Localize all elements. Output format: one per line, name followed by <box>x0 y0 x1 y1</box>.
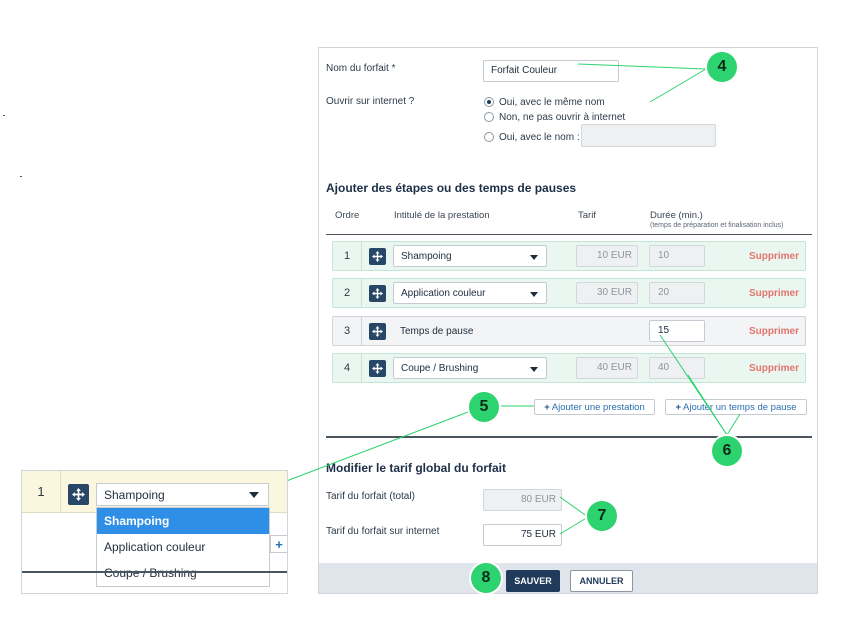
total-price-field: 80 EUR <box>483 489 562 511</box>
service-dropdown-list: Shampoing Application couleur Coupe / Br… <box>96 507 270 587</box>
row-order: 2 <box>333 279 362 307</box>
callout-badge-7: 7 <box>587 501 617 531</box>
duration-field: 10 <box>649 245 705 267</box>
col-header-order: Ordre <box>335 210 360 221</box>
chevron-down-icon <box>249 492 259 498</box>
duration-field: 40 <box>649 357 705 379</box>
plus-icon: + <box>544 401 550 413</box>
internet-price-input[interactable]: 75 EUR <box>483 524 562 546</box>
cancel-button[interactable]: ANNULER <box>570 570 633 592</box>
inset-add-button[interactable]: + <box>270 535 287 553</box>
callout-line-6b <box>687 374 728 436</box>
chevron-down-icon <box>530 292 538 297</box>
row-order: 3 <box>333 317 362 345</box>
callout-badge-5: 5 <box>469 392 499 422</box>
radio-not-online[interactable]: Non, ne pas ouvrir à internet <box>484 110 625 124</box>
delete-link[interactable]: Supprimer <box>748 287 799 299</box>
package-name-label: Nom du forfait * <box>326 63 396 74</box>
internet-label: Ouvrir sur internet ? <box>326 96 415 107</box>
callout-line-5b <box>267 411 469 489</box>
callout-badge-8: 8 <box>471 563 501 593</box>
pause-label: Temps de pause <box>400 325 474 337</box>
form-footer <box>319 563 817 593</box>
plus-icon: + <box>675 401 681 413</box>
service-select-value: Shampoing <box>401 250 452 262</box>
radio-unchecked-icon <box>484 132 494 142</box>
add-service-label: Ajouter une prestation <box>551 401 645 413</box>
inset-select-value: Shampoing <box>104 487 165 502</box>
radio-same-name[interactable]: Oui, avec le même nom <box>484 95 605 109</box>
service-select-value: Coupe / Brushing <box>401 362 479 374</box>
margin-mark <box>3 115 5 116</box>
radio-label: Non, ne pas ouvrir à internet <box>499 111 626 123</box>
callout-line-7b <box>559 516 589 535</box>
dropdown-option-coupe-brushing[interactable]: Coupe / Brushing <box>104 566 197 580</box>
callout-line-6c <box>726 413 741 436</box>
move-icon[interactable] <box>369 248 386 265</box>
row-order: 1 <box>333 242 362 270</box>
delete-link[interactable]: Supprimer <box>748 362 799 374</box>
move-icon[interactable] <box>369 285 386 302</box>
price-field: 30 EUR <box>576 282 638 304</box>
callout-badge-4: 4 <box>707 52 737 82</box>
section-divider <box>326 436 812 438</box>
col-header-duration: Durée (min.) <box>650 210 703 221</box>
callout-badge-6: 6 <box>712 436 742 466</box>
add-pause-button[interactable]: +Ajouter un temps de pause <box>665 399 807 415</box>
custom-name-input[interactable] <box>581 124 716 147</box>
add-service-button[interactable]: +Ajouter une prestation <box>534 399 655 415</box>
table-header-rule <box>326 234 812 235</box>
duration-field: 20 <box>649 282 705 304</box>
delete-link[interactable]: Supprimer <box>748 250 799 262</box>
col-header-price: Tarif <box>578 210 596 221</box>
service-select-value: Application couleur <box>401 287 486 299</box>
margin-mark <box>20 176 22 177</box>
table-row: 2 Application couleur 30 EUR 20 Supprime… <box>332 278 806 308</box>
price-field: 10 EUR <box>576 245 638 267</box>
dropdown-option-shampoing[interactable]: Shampoing <box>97 508 269 534</box>
chevron-down-icon <box>530 255 538 260</box>
add-pause-label: Ajouter un temps de pause <box>683 401 797 413</box>
chevron-down-icon <box>530 367 538 372</box>
total-price-label: Tarif du forfait (total) <box>326 491 415 502</box>
service-select[interactable]: Coupe / Brushing <box>393 357 547 379</box>
internet-price-label: Tarif du forfait sur internet <box>326 526 440 537</box>
move-icon[interactable] <box>369 323 386 340</box>
callout-line-4b <box>649 68 707 103</box>
service-select[interactable]: Application couleur <box>393 282 547 304</box>
package-name-input[interactable]: Forfait Couleur <box>483 60 619 82</box>
delete-link[interactable]: Supprimer <box>748 325 799 337</box>
radio-label: Oui, avec le même nom <box>499 96 605 108</box>
callout-line-4a <box>577 63 707 70</box>
table-row: 4 Coupe / Brushing 40 EUR 40 Supprimer <box>332 353 806 383</box>
inset-divider <box>22 571 287 573</box>
radio-label: Oui, avec le nom : <box>499 131 580 143</box>
service-select[interactable]: Shampoing <box>393 245 547 267</box>
table-row: 1 Shampoing 10 EUR 10 Supprimer <box>332 241 806 271</box>
col-header-title: Intitulé de la prestation <box>394 210 490 221</box>
radio-custom-name[interactable]: Oui, avec le nom : <box>484 130 580 144</box>
row-order: 4 <box>333 354 362 382</box>
table-row: 3 Temps de pause 15 Supprimer <box>332 316 806 346</box>
dropdown-zoom-inset: 1 Shampoing Shampoing Application couleu… <box>21 470 288 594</box>
pricing-section-title: Modifier le tarif global du forfait <box>326 461 506 475</box>
steps-section-title: Ajouter des étapes ou des temps de pause… <box>326 181 577 195</box>
radio-unchecked-icon <box>484 112 494 122</box>
inset-row-order: 1 <box>22 471 61 512</box>
radio-checked-icon <box>484 97 494 107</box>
move-icon[interactable] <box>68 484 89 505</box>
save-button[interactable]: SAUVER <box>506 570 560 592</box>
move-icon[interactable] <box>369 360 386 377</box>
callout-line-7a <box>559 496 589 518</box>
dropdown-option-application-couleur[interactable]: Application couleur <box>104 540 206 554</box>
col-header-duration-note: (temps de préparation et finalisation in… <box>650 222 784 229</box>
price-field: 40 EUR <box>576 357 638 379</box>
inset-service-select[interactable]: Shampoing <box>96 483 269 506</box>
pause-duration-input[interactable]: 15 <box>649 320 705 342</box>
